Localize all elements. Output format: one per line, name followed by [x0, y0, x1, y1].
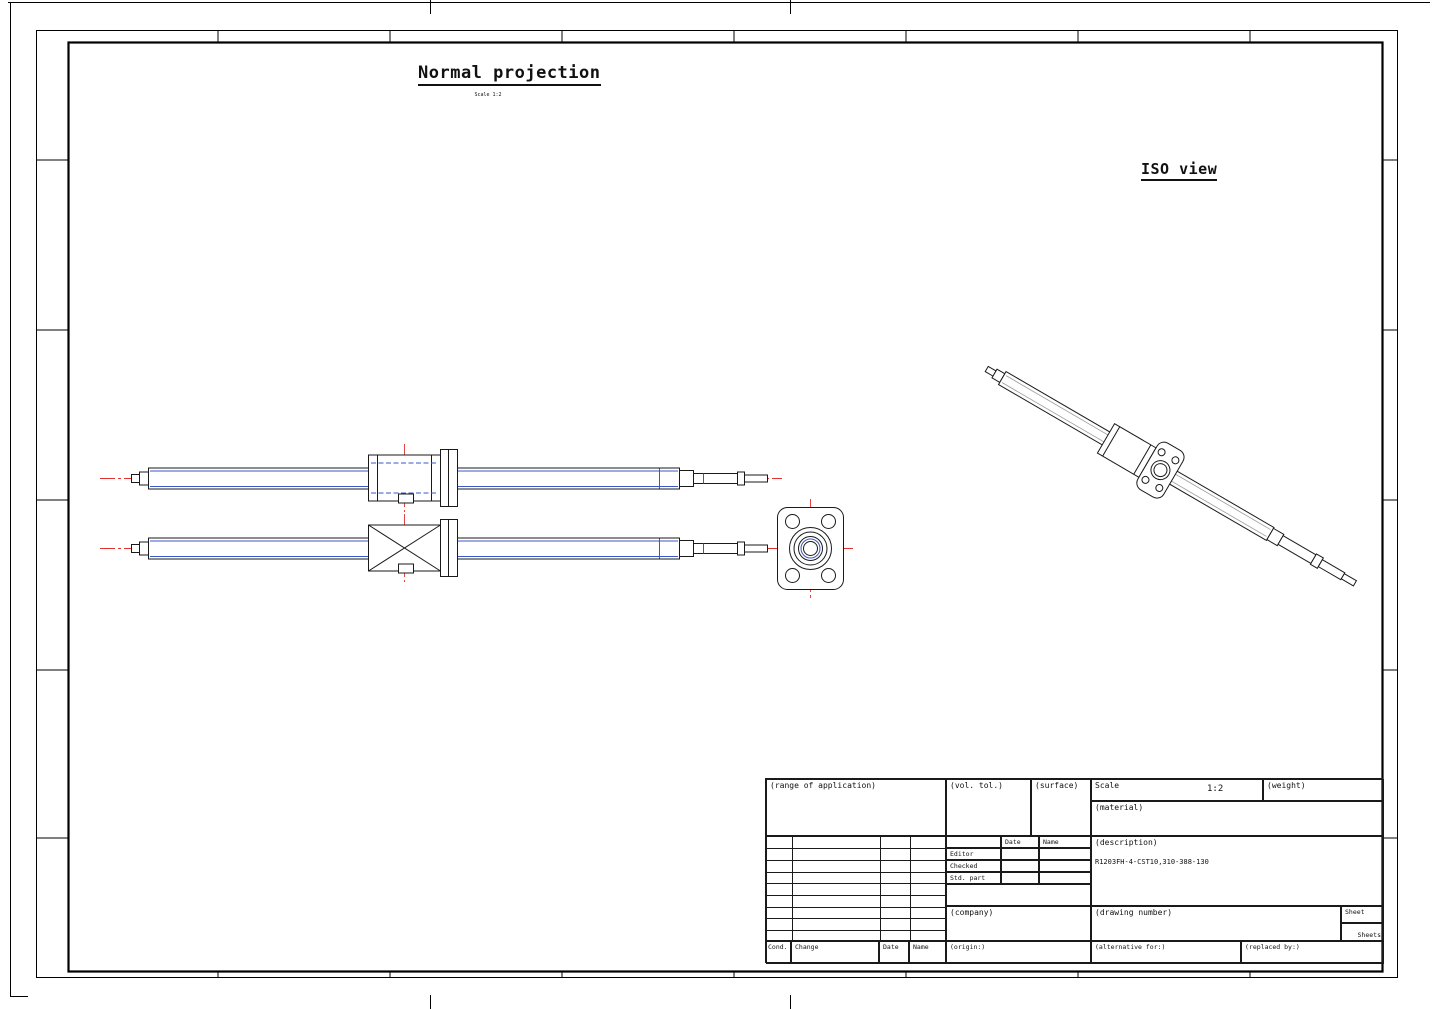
tb-cell-empty — [1001, 848, 1039, 860]
tb-cell-cond: Cond. — [766, 941, 791, 964]
vol-tol-label: (vol. tol.) — [950, 781, 1003, 790]
grid-line — [767, 883, 945, 884]
tb-cell-date-header: Date — [1001, 836, 1039, 848]
checked-label: Checked — [950, 862, 978, 870]
tb-cell-empty — [1001, 872, 1039, 884]
grid-line — [767, 918, 945, 919]
grid-line — [767, 848, 945, 849]
grid-line — [792, 837, 793, 940]
tb-cell-empty — [1039, 860, 1091, 872]
tb-cell-empty — [946, 836, 1001, 848]
date-label: Date — [883, 943, 899, 951]
tb-cell-name: Name — [909, 941, 946, 964]
grid-line — [767, 907, 945, 908]
tb-cell-alternative-for: (alternative for:) — [1091, 941, 1241, 964]
ball-nut-front — [368, 449, 458, 507]
grid-line — [767, 895, 945, 896]
tb-cell-material: (material) — [1091, 801, 1384, 836]
alternative-for-label: (alternative for:) — [1095, 943, 1166, 951]
tb-cell-empty — [946, 884, 1091, 906]
scale-label: Scale — [1095, 781, 1120, 790]
drawing-number-label: (drawing number) — [1095, 908, 1173, 917]
weight-label: (weight) — [1267, 781, 1306, 790]
std-part-label: Std. part — [950, 874, 986, 882]
editor-label: Editor — [950, 850, 974, 858]
tb-cell-drawing-number: (drawing number) — [1091, 906, 1341, 941]
tb-cell-company: (company) — [946, 906, 1091, 941]
grid-line — [767, 860, 945, 861]
sheet-label: Sheet — [1345, 908, 1365, 916]
tb-cell-origin: (origin:) — [946, 941, 1091, 964]
origin-label: (origin:) — [950, 943, 986, 951]
tb-cell-date: Date — [879, 941, 909, 964]
centerlines — [100, 444, 855, 598]
ballscrew-iso-view — [984, 365, 1358, 587]
flange-end-view — [777, 507, 844, 590]
ballscrew-section-view — [131, 519, 768, 577]
name-header-label: Name — [1043, 838, 1059, 846]
view-title-iso: ISO view — [1141, 160, 1218, 181]
frame-ticks — [36, 30, 1398, 978]
tb-cell-change: Change — [791, 941, 879, 964]
view-title-normal-projection: Normal projection — [418, 63, 601, 86]
grid-line — [767, 930, 945, 931]
tb-cell-weight: (weight) — [1263, 779, 1384, 801]
tb-cell-empty — [1001, 860, 1039, 872]
description-value: R1203FH-4-CST10,310-388-130 — [1095, 858, 1209, 866]
tb-cell-vol-tol: (vol. tol.) — [946, 779, 1031, 836]
tb-cell-empty — [1039, 848, 1091, 860]
tb-cell-empty — [1039, 872, 1091, 884]
drawing-frame — [36, 30, 1398, 978]
change-label: Change — [795, 943, 819, 951]
tb-cell-description: (description) R1203FH-4-CST10,310-388-13… — [1091, 836, 1384, 906]
range-of-application-label: (range of application) — [770, 781, 876, 790]
scale-value: 1:2 — [1207, 784, 1224, 794]
tb-cell-sheet: Sheet — [1341, 906, 1384, 923]
replaced-by-label: (replaced by:) — [1245, 943, 1300, 951]
material-label: (material) — [1095, 803, 1144, 812]
view-title-note: Scale 1:2 — [474, 92, 502, 98]
grid-line — [767, 872, 945, 873]
sheets-label: Sheets — [1357, 931, 1381, 939]
revision-table — [766, 836, 946, 941]
name-label: Name — [913, 943, 929, 951]
surface-label: (surface) — [1035, 781, 1079, 790]
tb-cell-sheets: Sheets — [1341, 923, 1384, 941]
ball-nut-section — [368, 519, 458, 577]
grid-line — [880, 837, 881, 940]
tb-cell-scale: Scale 1:2 — [1091, 779, 1263, 801]
date-header-label: Date — [1005, 838, 1021, 846]
sheet-edge-marks — [8, 0, 1430, 1009]
tb-cell-name-header: Name — [1039, 836, 1091, 848]
tb-cell-std-part: Std. part — [946, 872, 1001, 884]
tb-cell-replaced-by: (replaced by:) — [1241, 941, 1384, 964]
cond-label: Cond. — [768, 943, 788, 951]
tb-cell-checked: Checked — [946, 860, 1001, 872]
company-label: (company) — [950, 908, 994, 917]
ballscrew-front-view — [131, 449, 768, 507]
grid-line — [910, 837, 911, 940]
tb-cell-range-of-application: (range of application) — [766, 779, 946, 836]
ball-nut-iso — [1096, 423, 1185, 499]
tb-cell-surface: (surface) — [1031, 779, 1091, 836]
description-label: (description) — [1095, 838, 1158, 847]
tb-cell-editor: Editor — [946, 848, 1001, 860]
title-block: (range of application) (vol. tol.) (surf… — [765, 778, 1384, 964]
